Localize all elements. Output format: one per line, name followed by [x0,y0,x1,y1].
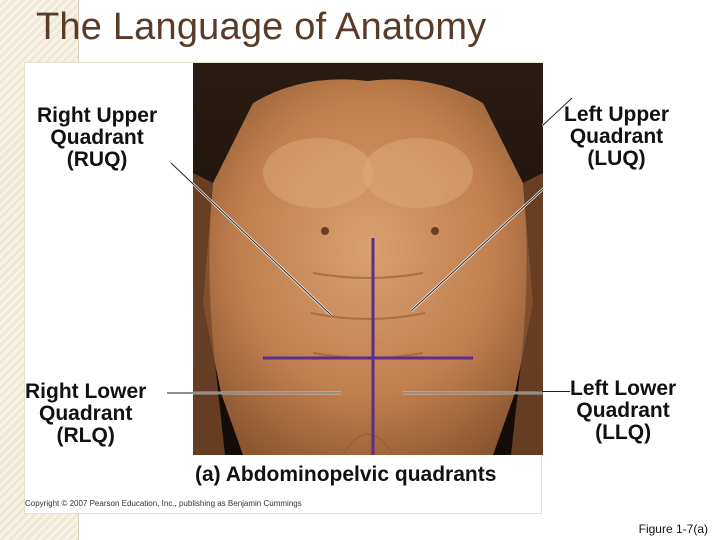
luq-line3: (LUQ) [587,147,646,170]
label-rlq: Right Lower Quadrant (RLQ) [25,381,146,447]
ruq-line3: (RUQ) [66,148,128,171]
copyright-notice: Copyright © 2007 Pearson Education, Inc.… [25,499,302,508]
torso-photo [193,63,543,455]
rlq-line2: Quadrant [38,402,133,425]
figure-caption: (a) Abdominopelvic quadrants [195,463,497,486]
anatomy-figure: Right Upper Quadrant (RUQ) Right Lower Q… [24,62,543,514]
luq-line2: Quadrant [569,125,664,148]
figure-reference: Figure 1-7(a) [638,522,708,536]
label-ruq: Right Upper Quadrant (RUQ) [37,105,157,171]
llq-line2: Quadrant [576,399,670,422]
luq-line1: Left Upper [564,103,669,126]
llq-line3: (LLQ) [595,421,652,444]
label-luq: Left Upper Quadrant (LUQ) [564,104,669,170]
right-leader-extensions [542,97,573,127]
ruq-line2: Quadrant [50,126,144,149]
label-llq: Left Lower Quadrant (LLQ) [570,378,676,444]
rlq-line1: Right Lower [25,380,147,403]
ruq-line1: Right Upper [37,104,158,127]
rlq-line3: (RLQ) [56,424,115,447]
llq-leader-extension [542,391,570,392]
llq-line1: Left Lower [570,377,677,400]
slide-title: The Language of Anatomy [36,6,487,48]
